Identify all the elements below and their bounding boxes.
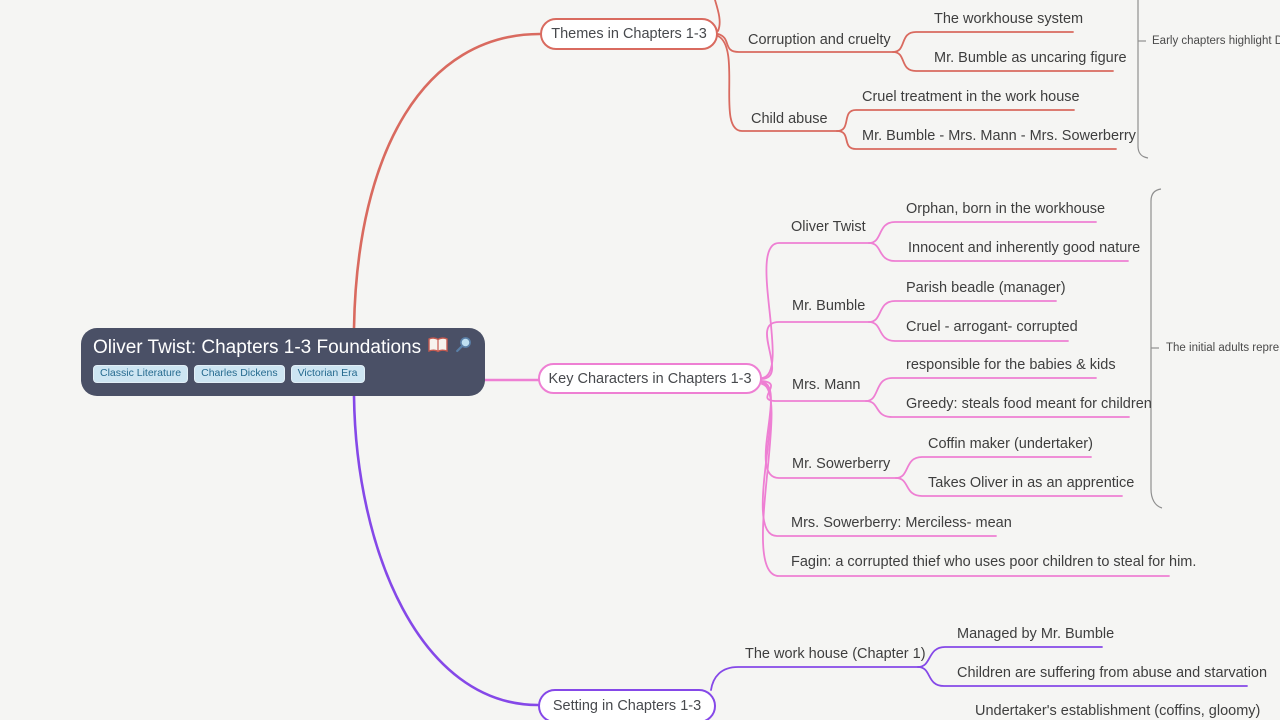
topic-corruption-and-cruelty[interactable]: Corruption and cruelty (748, 32, 891, 48)
magnifying-glass-icon (455, 336, 472, 360)
connector (836, 130, 1117, 150)
topic-mr-sowerberry[interactable]: Mr. Sowerberry (792, 456, 891, 472)
topic-oliver-twist[interactable]: Oliver Twist (791, 219, 866, 235)
branch-label: Key Characters in Chapters 1-3 (548, 370, 752, 387)
subtopic-bumble-mann-sowerberry[interactable]: Mr. Bumble - Mrs. Mann - Mrs. Sowerberry (862, 128, 1136, 144)
connector (352, 32, 542, 330)
central-topic[interactable]: Oliver Twist: Chapters 1-3 Foundations C… (81, 328, 485, 396)
subtopic-coffin-maker[interactable]: Coffin maker (undertaker) (928, 436, 1093, 452)
subtopic-cruel-arrogant[interactable]: Cruel - arrogant- corrupted (906, 319, 1078, 335)
summary-annotation-characters[interactable]: The initial adults repre (1166, 342, 1280, 354)
topic-child-abuse[interactable]: Child abuse (751, 111, 828, 127)
connector (892, 51, 1114, 72)
connector (865, 400, 1130, 418)
topic-mrs-sowerberry[interactable]: Mrs. Sowerberry: Merciless- mean (791, 515, 1012, 531)
connector (714, 0, 721, 32)
topic-undertakers-establishment[interactable]: Undertaker's establishment (coffins, glo… (975, 703, 1261, 719)
subtopic-orphan[interactable]: Orphan, born in the workhouse (906, 201, 1106, 217)
subtopic-bumble-uncaring[interactable]: Mr. Bumble as uncaring figure (934, 50, 1127, 66)
branch-node-themes[interactable]: Themes in Chapters 1-3 (540, 18, 718, 50)
connector (761, 381, 897, 479)
tag-row: Classic Literature Charles Dickens Victo… (93, 365, 473, 383)
topic-fagin[interactable]: Fagin: a corrupted thief who uses poor c… (791, 554, 1197, 570)
connector (868, 300, 1057, 323)
central-topic-title: Oliver Twist: Chapters 1-3 Foundations (93, 337, 422, 358)
connector (868, 221, 1097, 244)
subtopic-parish-beadle[interactable]: Parish beadle (manager) (906, 280, 1066, 296)
connector (895, 456, 1092, 479)
topic-mr-bumble[interactable]: Mr. Bumble (792, 298, 866, 314)
connector (717, 33, 894, 53)
subtopic-takes-oliver[interactable]: Takes Oliver in as an apprentice (928, 475, 1135, 491)
subtopic-responsible-babies[interactable]: responsible for the babies & kids (906, 357, 1116, 373)
connector (895, 477, 1123, 497)
connector (761, 383, 1170, 577)
connector (717, 35, 838, 132)
summary-bracket-themes (1137, 0, 1149, 159)
connector (352, 394, 540, 707)
connector (761, 321, 870, 380)
tag-victorian-era[interactable]: Victorian Era (290, 365, 365, 383)
subtopic-managed-by-bumble[interactable]: Managed by Mr. Bumble (957, 626, 1115, 642)
summary-bracket-characters (1150, 188, 1163, 509)
connector (868, 242, 1129, 262)
topic-work-house-ch1[interactable]: The work house (Chapter 1) (745, 646, 926, 662)
branch-label: Themes in Chapters 1-3 (551, 26, 707, 42)
branch-node-setting[interactable]: Setting in Chapters 1-3 (538, 689, 716, 720)
connector (710, 666, 919, 691)
subtopic-greedy-steals[interactable]: Greedy: steals food meant for children (906, 396, 1152, 412)
connector (892, 31, 1074, 53)
connector (917, 646, 1103, 668)
summary-annotation-themes[interactable]: Early chapters highlight D (1152, 35, 1280, 47)
subtopic-workhouse-system[interactable]: The workhouse system (934, 11, 1084, 27)
topic-mrs-mann[interactable]: Mrs. Mann (792, 377, 861, 393)
branch-label: Setting in Chapters 1-3 (552, 698, 702, 714)
subtopic-innocent[interactable]: Innocent and inherently good nature (908, 240, 1141, 256)
tag-classic-literature[interactable]: Classic Literature (93, 365, 189, 383)
connector (865, 377, 1097, 402)
open-book-icon (428, 336, 448, 360)
connector (868, 321, 1069, 342)
subtopic-cruel-treatment[interactable]: Cruel treatment in the work house (862, 89, 1080, 105)
tag-charles-dickens[interactable]: Charles Dickens (194, 365, 285, 383)
connector (761, 242, 870, 379)
connector (917, 666, 1248, 687)
branch-node-key-characters[interactable]: Key Characters in Chapters 1-3 (538, 363, 762, 394)
connector (836, 109, 1075, 132)
subtopic-children-suffering[interactable]: Children are suffering from abuse and st… (957, 665, 1268, 681)
